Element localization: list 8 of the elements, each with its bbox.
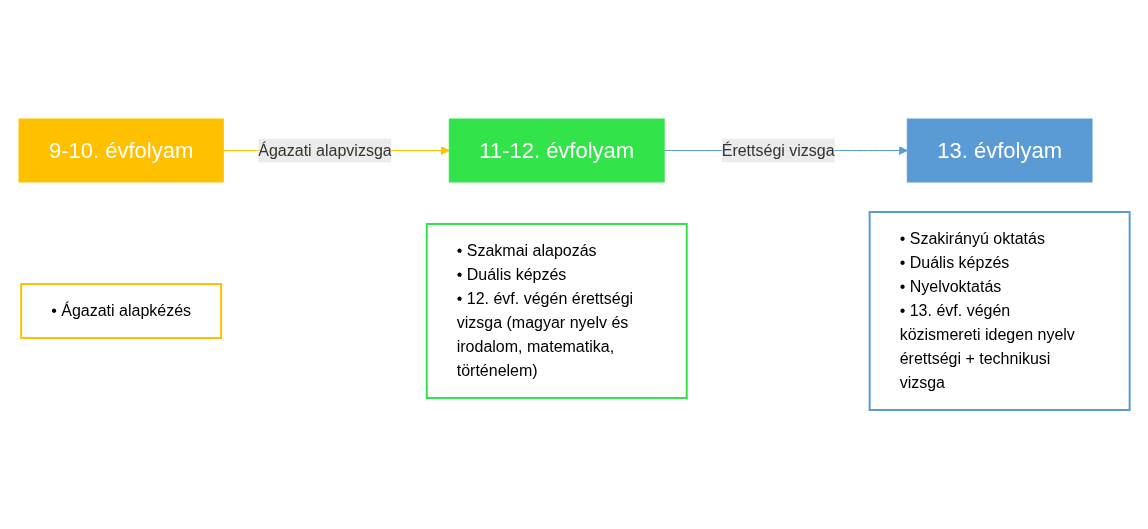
node-box: 11-12. évfolyam [448,118,665,183]
node-box: • Szakirányú oktatás • Duális képzés • Nyelvoktatás • 13. évf. végén közismereti idegen nyelv érettségi + technikusi vizsga [868,211,1131,411]
edge-label: Érettségi vizsga [721,141,835,159]
edge-label: Ágazati alapvizsga [257,141,392,159]
node-box: 9-10. évfolyam [18,118,224,183]
node-box: 13. évfolyam [906,118,1093,183]
node-box: • Ágazati alapkézés [19,283,222,339]
node-box: • Szakmai alapozás • Duális képzés • 12. évf. végén érettségi vizsga (magyar nyelv és irodalom, matematika, történelem) [425,223,688,399]
